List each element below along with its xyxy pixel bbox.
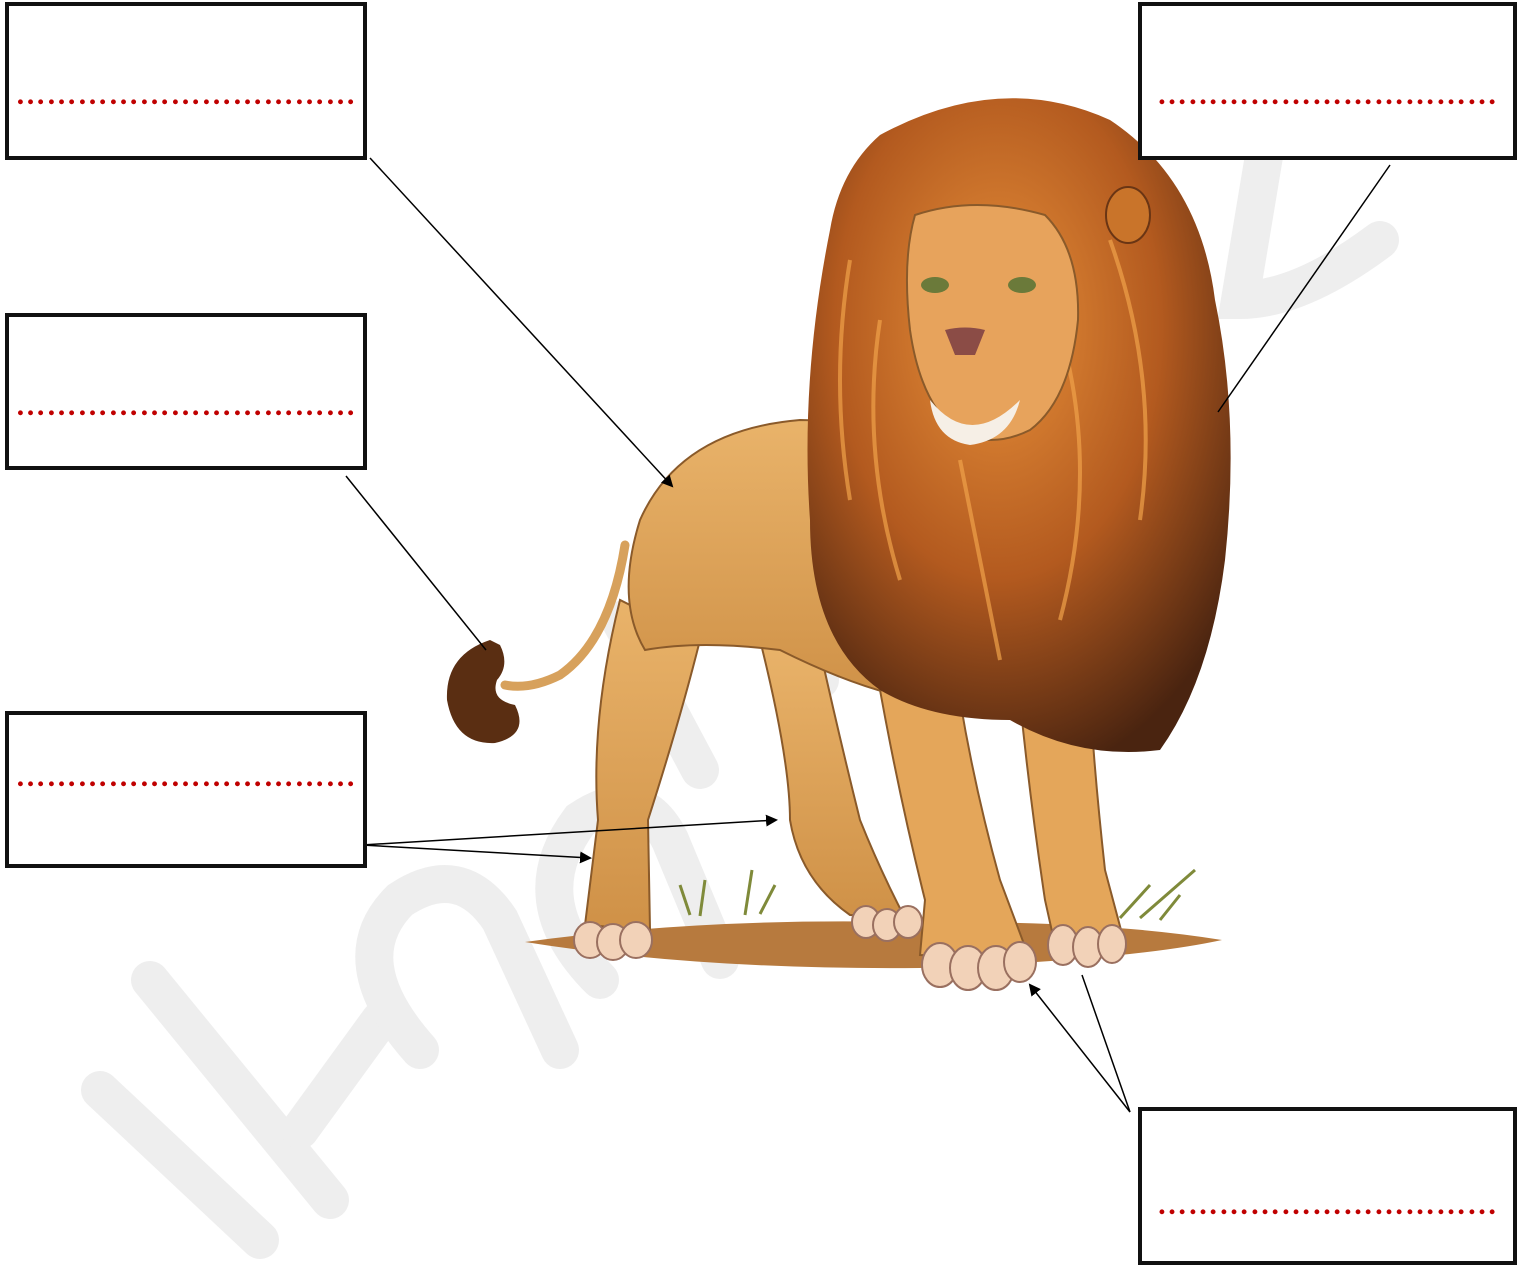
label-box-paws[interactable]: ……………………………: [1138, 1107, 1517, 1265]
blank-line[interactable]: ……………………………: [9, 78, 363, 112]
label-box-mane[interactable]: ……………………………: [1138, 2, 1517, 160]
blank-line[interactable]: ……………………………: [9, 389, 363, 423]
blank-line[interactable]: ……………………………: [1142, 78, 1513, 112]
leader-paws-left: [1030, 985, 1130, 1112]
label-box-back[interactable]: ……………………………: [5, 2, 367, 160]
label-box-legs[interactable]: ……………………………: [5, 711, 367, 868]
leader-tail: [346, 476, 486, 650]
leader-back: [370, 158, 672, 486]
blank-line[interactable]: ……………………………: [9, 760, 363, 794]
label-box-tail[interactable]: ……………………………: [5, 313, 367, 470]
blank-line[interactable]: ……………………………: [1142, 1188, 1513, 1222]
leader-paws-right: [1082, 975, 1130, 1112]
lion-tail: [447, 545, 625, 743]
